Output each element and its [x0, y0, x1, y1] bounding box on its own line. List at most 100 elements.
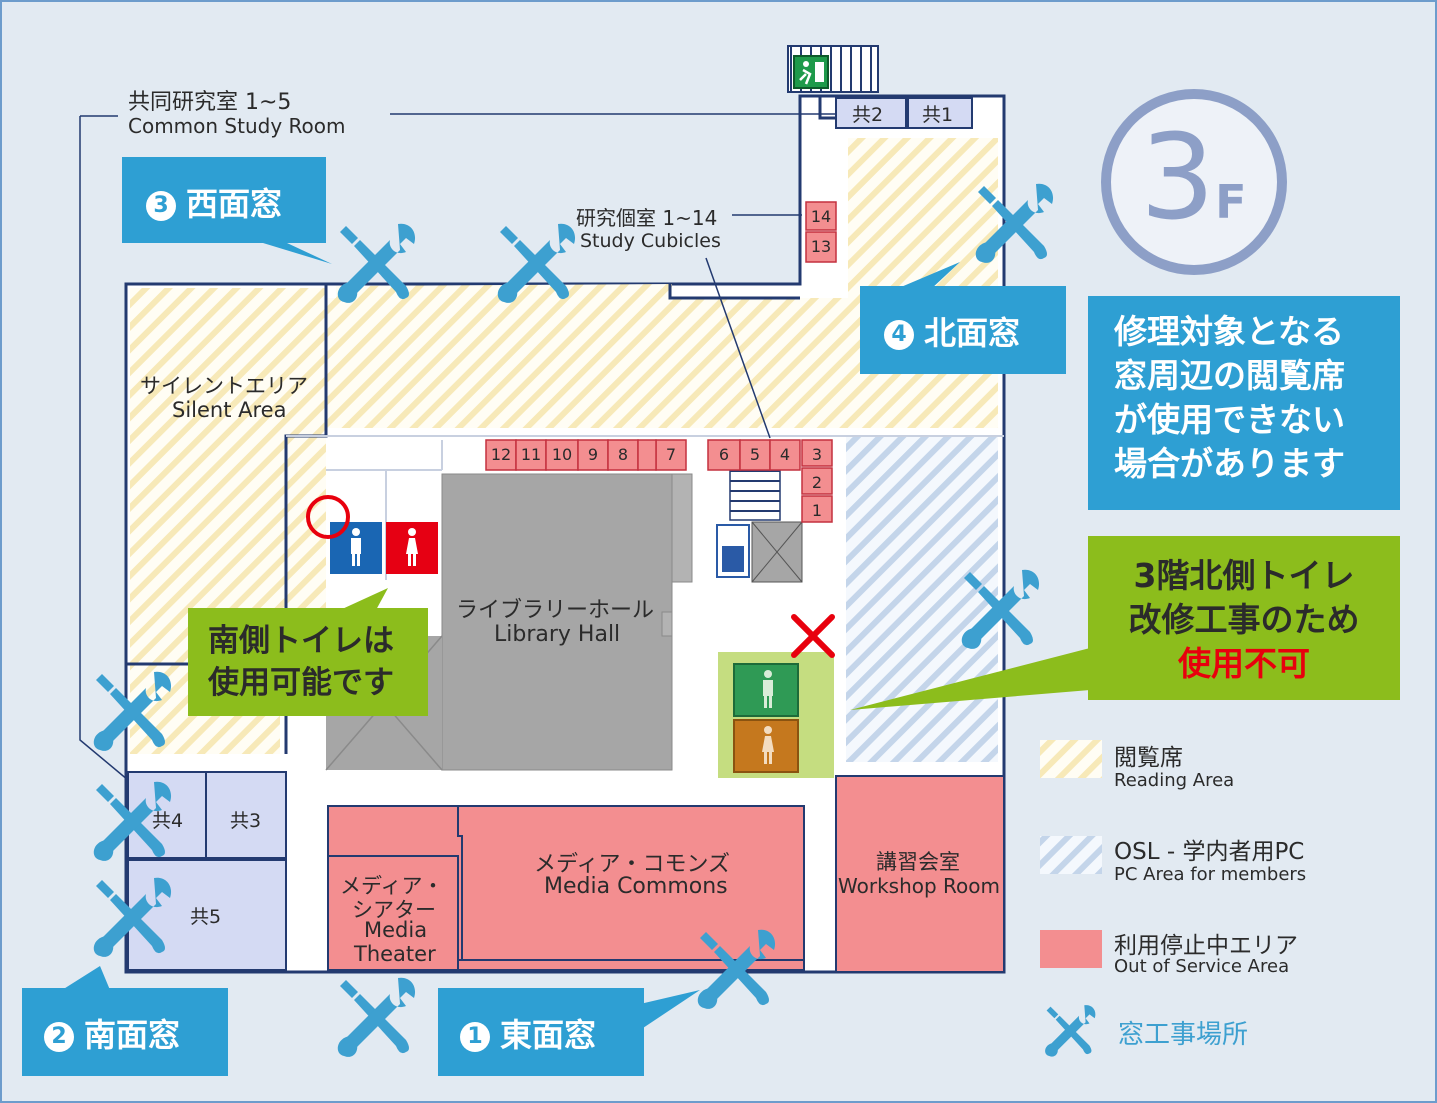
repair-note-line2: 窓周辺の閲覧席 — [1114, 356, 1345, 395]
wrench-icon — [961, 569, 1040, 649]
osl-area — [846, 436, 998, 762]
toilet-closed-line1: 3階北側トイレ — [1133, 556, 1355, 595]
leader-lines — [79, 113, 836, 781]
cubicle-10 — [545, 439, 579, 471]
toilet-closed-line3: 使用不可 — [1178, 644, 1310, 683]
common-study-rooms — [127, 97, 973, 971]
north-window-label: 北面窓 — [924, 314, 1021, 352]
repair-note: 修理対象となる 窓周辺の閲覧席 が使用できない 場合があります — [1088, 296, 1400, 510]
elevator — [716, 521, 803, 583]
floor-number-digit: 3 — [1140, 108, 1216, 246]
study-cubicles-label-jp: 研究個室 1~14 — [576, 206, 718, 230]
common-study-room-label-jp: 共同研究室 1~5 — [128, 90, 292, 115]
common-room-4: 共4 — [152, 810, 184, 832]
north-window-number: 4 — [884, 320, 914, 350]
media-theater-label-jp2: シアター — [352, 898, 436, 922]
library-hall — [441, 473, 673, 771]
legend-reading-jp: 閲覧席 — [1114, 745, 1183, 771]
wrench-icon — [93, 781, 172, 861]
cubicle-label: 10 — [551, 445, 573, 464]
common-study-room-label-en: Common Study Room — [128, 114, 346, 138]
cubicle-14 — [805, 201, 837, 231]
east-window-label: 東面窓 — [500, 1016, 597, 1054]
stairs — [729, 467, 781, 521]
north-restroom — [718, 652, 834, 778]
south-window-number: 2 — [44, 1022, 74, 1052]
south-restroom — [330, 522, 438, 574]
legend-wrench-icon — [1045, 1005, 1096, 1057]
south-window-label: 南面窓 — [84, 1016, 181, 1054]
media-theater-label-en2: Theater — [354, 942, 436, 966]
cubicle-label: 6 — [718, 445, 730, 464]
cubicle-label: 8 — [617, 445, 629, 464]
cubicle-label: 4 — [779, 445, 791, 464]
cubicles — [485, 201, 837, 523]
cubicle-1 — [801, 495, 833, 523]
cubicle-label: 1 — [811, 501, 823, 520]
emergency-exit-icon — [793, 55, 829, 89]
wrench-icon — [337, 977, 416, 1057]
wrench-icon — [497, 223, 576, 303]
out-of-service-rooms — [327, 775, 1005, 973]
east-window-number: 1 — [460, 1022, 490, 1052]
toilet-ok-line1: 南側トイレは — [208, 623, 394, 659]
common-room-2: 共2 — [852, 104, 884, 126]
cubicle-label: 2 — [811, 473, 823, 492]
workshop-room-label-en: Workshop Room — [838, 874, 1000, 898]
repair-note-line1: 修理対象となる — [1114, 312, 1345, 351]
common-room-3: 共3 — [230, 810, 262, 832]
south-toilet-available-note: 南側トイレは 使用可能です — [188, 608, 428, 716]
legend-osl-jp: OSL - 学内者用PC — [1114, 839, 1305, 865]
west-window-label: 西面窓 — [186, 185, 283, 223]
cubicle-label: 14 — [810, 207, 832, 226]
wrench-icon — [93, 877, 172, 957]
wrench-icon — [337, 223, 416, 303]
library-hall-label-en: Library Hall — [494, 622, 621, 647]
media-commons-label-en: Media Commons — [544, 874, 728, 899]
floor-badge — [1101, 89, 1287, 275]
north-window-callout: 4 北面窓 — [860, 286, 1066, 374]
media-theater-label-en1: Media — [364, 918, 428, 942]
cubicle-3 — [801, 439, 833, 467]
repair-note-line4: 場合があります — [1114, 444, 1345, 483]
cubicle-label: 5 — [749, 445, 761, 464]
legend-oos-jp: 利用停止中エリア — [1114, 933, 1298, 959]
repair-note-line3: が使用できない — [1114, 400, 1345, 439]
media-commons-label-jp: メディア・コモンズ — [534, 852, 731, 877]
silent-area-label-jp: サイレントエリア — [140, 374, 308, 398]
silent-area-label-en: Silent Area — [172, 398, 287, 422]
wrench-icon — [697, 929, 776, 1009]
floor-number: 3F — [1140, 112, 1247, 267]
wrench-icon — [93, 671, 172, 751]
wrench-icon — [975, 183, 1054, 263]
toilet-ok-line2: 使用可能です — [208, 665, 394, 701]
legend-oos-en: Out of Service Area — [1114, 956, 1290, 977]
cubicle-label: 13 — [810, 237, 832, 256]
legend-osl-en: PC Area for members — [1114, 864, 1307, 885]
media-theater-label-jp1: メディア・ — [340, 874, 444, 898]
common-room-1: 共1 — [922, 104, 954, 126]
cubicle-9 — [577, 439, 609, 471]
available-circle-mark — [306, 495, 350, 539]
cubicle-13 — [805, 231, 837, 263]
cubicle-5 — [739, 439, 771, 471]
unavailable-x-mark — [791, 614, 835, 658]
west-window-callout: 3 西面窓 — [122, 157, 326, 243]
west-window-number: 3 — [146, 191, 176, 221]
cubicle-label: 7 — [665, 445, 677, 464]
study-cubicles-label-en: Study Cubicles — [580, 230, 721, 252]
east-window-callout: 1 東面窓 — [438, 988, 644, 1076]
cubicle-label: 9 — [587, 445, 599, 464]
north-toilet-closed-note: 3階北側トイレ 改修工事のため 使用不可 — [1088, 536, 1400, 700]
toilet-closed-line2: 改修工事のため — [1128, 600, 1360, 639]
library-hall-label-jp: ライブラリーホール — [456, 598, 655, 623]
cubicle-8 — [607, 439, 639, 471]
cubicle-2 — [801, 467, 833, 495]
window-work-markers — [93, 183, 1096, 1057]
cubicle-4 — [769, 439, 801, 471]
floor-number-suffix: F — [1215, 175, 1247, 229]
south-window-callout: 2 南面窓 — [22, 988, 228, 1076]
common-room-5: 共5 — [190, 906, 222, 928]
cubicle-block-filler — [637, 439, 657, 471]
